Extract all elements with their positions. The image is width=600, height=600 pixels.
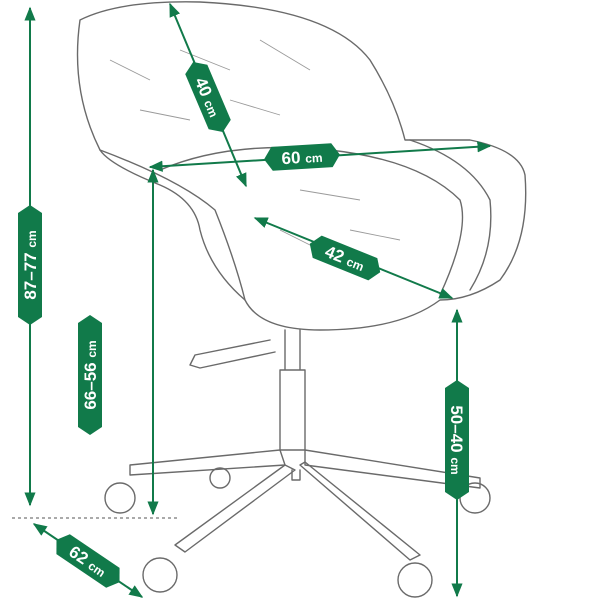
seat-depth-unit: cm bbox=[345, 255, 366, 274]
chair-base bbox=[129, 449, 481, 561]
total-height-unit: cm bbox=[25, 230, 39, 247]
chair-casters bbox=[104, 467, 491, 598]
svg-text:66–56 cm: 66–56 cm bbox=[81, 340, 100, 409]
chair-armrest-left bbox=[99, 149, 246, 301]
depth-label: 62 cm bbox=[56, 534, 120, 588]
armrest-height-value: 66–56 bbox=[81, 362, 100, 409]
width-unit: cm bbox=[305, 151, 323, 166]
chair-illustration bbox=[76, 1, 527, 598]
armrest-height-label: 66–56 cm bbox=[78, 315, 102, 435]
width-value: 60 bbox=[281, 148, 301, 168]
seat-height-unit: cm bbox=[448, 457, 462, 474]
backrest-height-unit: cm bbox=[201, 98, 221, 119]
seat-height-value: 50–40 bbox=[447, 405, 466, 452]
chair-seat bbox=[159, 146, 464, 296]
chair-armrest-right bbox=[409, 139, 492, 291]
total-height-value: 87–77 bbox=[21, 252, 40, 299]
armrest-height-unit: cm bbox=[85, 340, 99, 357]
svg-text:60 cm: 60 cm bbox=[281, 147, 323, 168]
width-label: 60 cm bbox=[264, 143, 340, 171]
seat-height-label: 50–40 cm bbox=[445, 380, 469, 500]
chair-gas-lift bbox=[279, 329, 306, 451]
backrest-height-label: 40 cm bbox=[185, 62, 231, 132]
total-height-label: 87–77 cm bbox=[18, 205, 42, 325]
chair-backrest bbox=[76, 1, 527, 331]
seat-depth-label: 42 cm bbox=[309, 235, 381, 281]
svg-text:87–77 cm: 87–77 cm bbox=[21, 230, 40, 299]
svg-text:50–40 cm: 50–40 cm bbox=[447, 405, 466, 474]
chair-lever bbox=[189, 339, 276, 369]
